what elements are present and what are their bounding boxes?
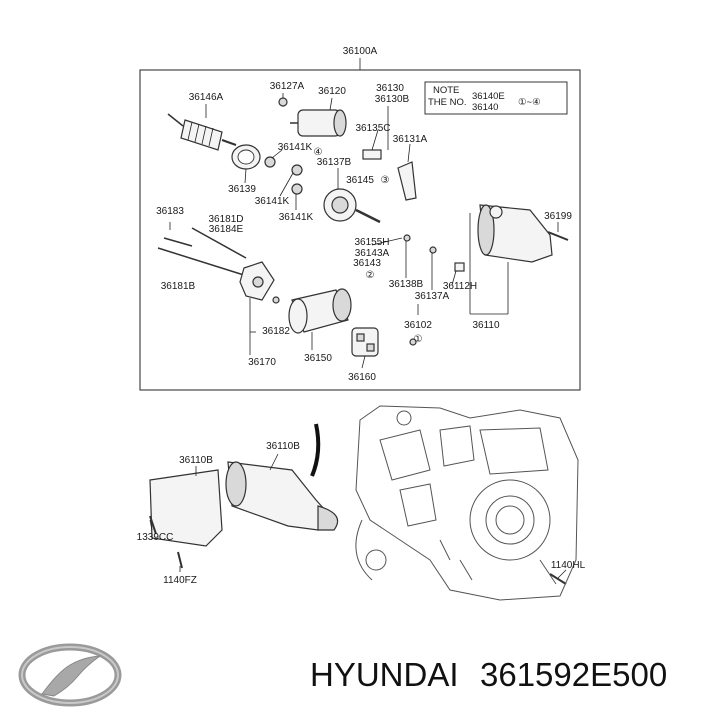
bearing-part-1 — [264, 156, 276, 168]
callout-36160: 36160 — [348, 372, 376, 383]
callout-36143: 36143 — [353, 258, 381, 269]
callout-36146A: 36146A — [189, 92, 224, 103]
leader-lines — [169, 93, 559, 369]
callout-36110B-a: 36110B — [179, 455, 213, 466]
note-box: NOTE THE NO. 36140E 36140 ①~④ — [424, 81, 568, 115]
callout-36141K-1: 36141K — [278, 142, 313, 153]
installed-starter-part — [225, 461, 339, 531]
circled-ref-3: ③ — [381, 175, 390, 186]
callout-36199: 36199 — [544, 211, 572, 222]
callout-36181B: 36181B — [161, 281, 196, 292]
callout-36181D: 36181D — [208, 214, 243, 225]
callout-36138B: 36138B — [389, 279, 424, 290]
note-ref-b: 36140 — [472, 102, 498, 113]
bolt-part — [278, 97, 288, 107]
note-ref-a: 36140E — [472, 91, 505, 102]
lever-part — [397, 161, 417, 201]
note-border — [424, 81, 568, 115]
note-range: ①~④ — [518, 97, 541, 108]
through-bolt-part-2 — [157, 247, 248, 277]
solenoid-part — [290, 109, 347, 137]
clip-part-1 — [403, 234, 411, 242]
callout-36102: 36102 — [404, 320, 432, 331]
screw-part — [163, 237, 193, 247]
callout-1339CC: 1339CC — [137, 532, 174, 543]
bolt-36199-part — [547, 231, 569, 241]
callout-36182: 36182 — [262, 326, 290, 337]
callout-36150: 36150 — [304, 353, 332, 364]
callout-36143A: 36143A — [355, 248, 390, 259]
lower-leader-lines — [149, 453, 567, 579]
callout-36141K-2: 36141K — [255, 196, 290, 207]
circled-ref-4: ④ — [314, 147, 323, 158]
callout-36110B-b: 36110B — [266, 441, 300, 452]
circled-ref-1: ① — [414, 334, 423, 345]
end-frame-part — [239, 261, 280, 304]
bushing-part — [454, 262, 465, 272]
callout-36112H: 36112H — [443, 281, 477, 292]
through-bolt-part-1 — [191, 227, 247, 259]
circled-ref-2: ② — [366, 270, 375, 281]
brand-name: HYUNDAI — [310, 656, 459, 693]
callout-36145: 36145 — [346, 175, 374, 186]
plunger-part — [362, 149, 382, 160]
callout-36184E: 36184E — [209, 224, 244, 235]
bolt-1140FZ-part — [177, 551, 183, 569]
engine-block — [355, 405, 579, 601]
callout-36141K-3: 36141K — [279, 212, 314, 223]
callout-36139: 36139 — [228, 184, 256, 195]
bearing-part-2 — [291, 164, 303, 176]
note-text: THE NO. — [428, 97, 467, 108]
callout-1140HL: 1140HL — [551, 560, 586, 571]
callout-36130B: 36130B — [375, 94, 410, 105]
assembly-label: 36100A — [343, 46, 378, 57]
bolt-1140HL-part — [549, 573, 567, 585]
note-title: NOTE — [433, 85, 459, 96]
bolt-1339CC-part — [149, 515, 157, 535]
yoke-part — [288, 288, 352, 334]
clip-part-2 — [429, 246, 437, 254]
screw-36102-part — [409, 338, 417, 346]
callout-36183: 36183 — [156, 206, 184, 217]
planetary-gear-part — [323, 188, 381, 224]
callout-36170: 36170 — [248, 357, 276, 368]
mounting-arc — [310, 423, 321, 477]
callout-36127A: 36127A — [270, 81, 305, 92]
callout-36130: 36130 — [376, 83, 404, 94]
part-number: 361592E500 — [480, 656, 667, 693]
callout-36137A: 36137A — [415, 291, 450, 302]
armature-part — [167, 113, 237, 151]
callout-36137B: 36137B — [317, 157, 352, 168]
callout-36155H: 36155H — [354, 237, 389, 248]
callout-36110: 36110 — [472, 320, 500, 331]
bearing-part-3 — [291, 183, 303, 195]
brush-holder-part — [351, 327, 379, 357]
callout-1140FZ: 1140FZ — [163, 575, 197, 586]
hyundai-logo — [18, 643, 122, 707]
starter-housing-part — [477, 204, 553, 263]
callout-36131A: 36131A — [393, 134, 428, 145]
callout-36120: 36120 — [318, 86, 346, 97]
callout-36135C: 36135C — [355, 123, 390, 134]
